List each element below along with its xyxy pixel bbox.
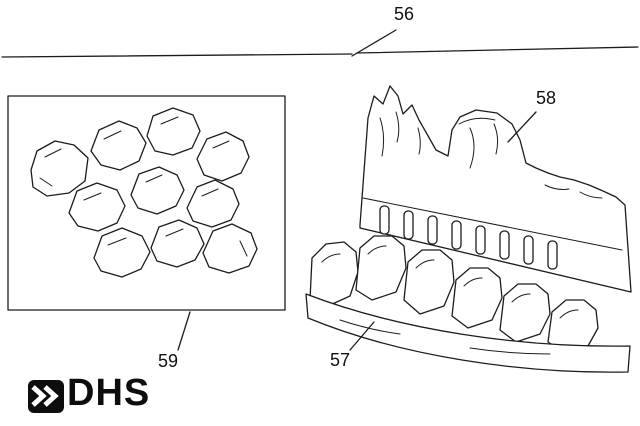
ref-label-56: 56 xyxy=(394,4,415,24)
leader-line-56 xyxy=(351,29,397,57)
grate-texture-lines xyxy=(379,111,603,199)
ref-label-59: 59 xyxy=(158,351,179,371)
dhs-logo-mark xyxy=(28,380,64,413)
front-ember-strip-drawing xyxy=(305,235,631,373)
leader-line-59 xyxy=(177,311,191,351)
ref-label-58: 58 xyxy=(536,88,557,108)
grate-vent-slots xyxy=(379,205,558,270)
ember-box-drawing xyxy=(7,95,286,311)
assembly-border-line xyxy=(1,46,639,58)
ember-rocks xyxy=(30,107,258,278)
leader-line-57 xyxy=(349,321,375,351)
ref-label-57: 57 xyxy=(330,350,351,370)
leader-line-58 xyxy=(507,111,537,143)
strip-ember-lumps xyxy=(309,235,599,353)
logo-text: DHS xyxy=(67,372,151,414)
strip-base-band xyxy=(305,293,631,373)
log-grate-drawing xyxy=(359,85,632,293)
